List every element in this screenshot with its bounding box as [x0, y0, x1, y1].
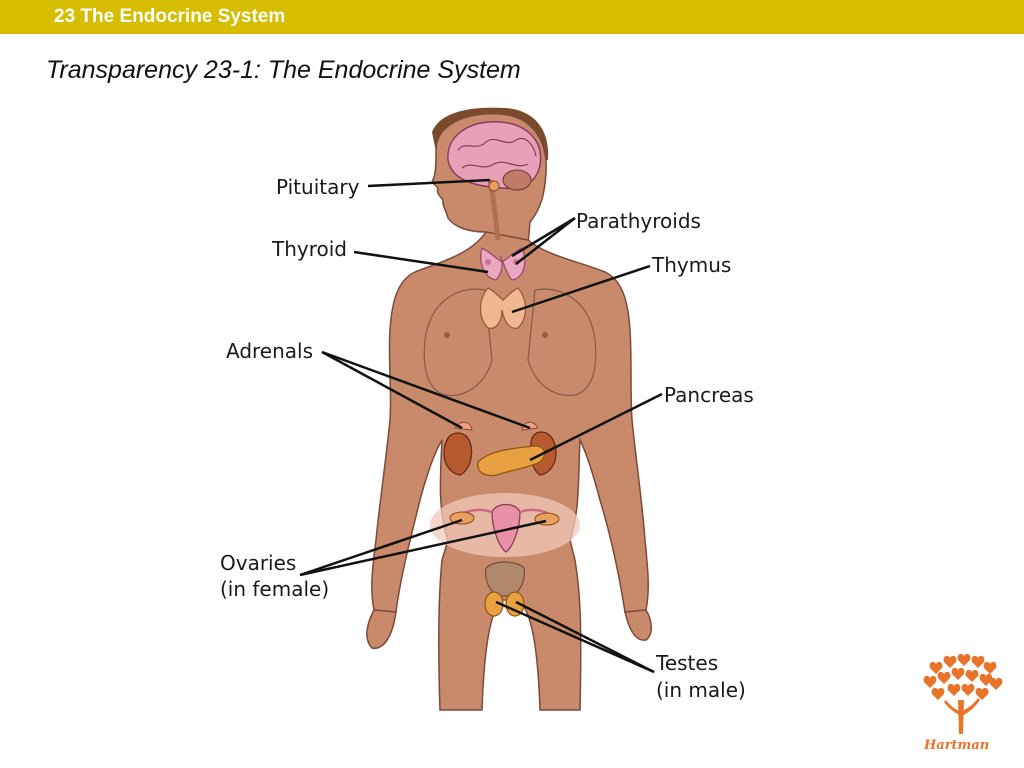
body-figure: [366, 107, 652, 711]
label-ovaries: Ovaries: [220, 551, 296, 575]
label-testes-note: (in male): [656, 678, 746, 702]
thymus-gland: [479, 287, 527, 329]
testes-gland: [484, 561, 525, 617]
label-pituitary: Pituitary: [276, 175, 360, 199]
header-bar: 23 The Endocrine System: [0, 0, 1024, 34]
slide-title: Transparency 23-1: The Endocrine System: [46, 56, 521, 84]
brain: [447, 121, 542, 241]
ovaries-uterus: [449, 503, 560, 553]
label-testes: Testes: [655, 651, 718, 675]
label-pancreas: Pancreas: [664, 383, 754, 407]
label-thymus: Thymus: [651, 253, 731, 277]
label-ovaries-note: (in female): [220, 577, 329, 601]
label-parathyroids: Parathyroids: [576, 209, 701, 233]
hartman-logo-text: Hartman: [924, 738, 990, 753]
leader-lines: [299, 178, 663, 674]
hartman-logo-icon: [923, 654, 1003, 734]
label-adrenals: Adrenals: [226, 339, 313, 363]
section-title: 23 The Endocrine System: [54, 6, 286, 27]
pancreas-gland: [477, 445, 546, 477]
label-thyroid: Thyroid: [271, 237, 347, 261]
